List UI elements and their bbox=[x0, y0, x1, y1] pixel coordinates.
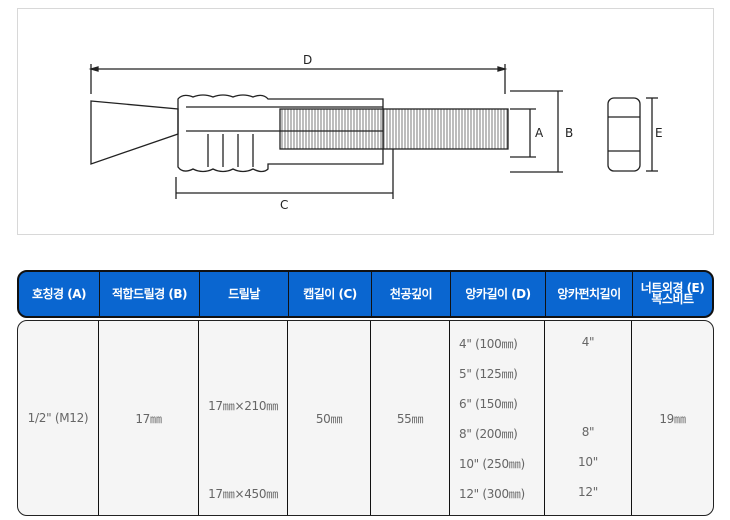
header-depth: 천공깊이 bbox=[372, 272, 451, 316]
cell-anchor-length: 10" (250㎜) bbox=[459, 457, 525, 471]
cell-nut-dia: 19㎜ bbox=[659, 411, 686, 426]
label-c: C bbox=[280, 198, 288, 212]
cell-punch-length: 4" bbox=[581, 335, 595, 349]
anchor-diagram: D A B C E bbox=[17, 8, 714, 235]
cell-drill-bit: 17㎜×210㎜ bbox=[208, 399, 278, 413]
cell-drill-dia: 17㎜ bbox=[135, 411, 162, 426]
cell-nominal: 1/2" (M12) bbox=[27, 411, 89, 425]
spec-table: 호칭경 (A) 적합드릴경 (B) 드릴날 캡길이 (C) 천공깊이 앙카길이 … bbox=[17, 270, 714, 516]
header-drill-bit: 드릴날 bbox=[200, 272, 289, 316]
label-b: B bbox=[565, 126, 573, 140]
header-nut-dia: 너트외경 (E) 복스비트 bbox=[640, 281, 705, 306]
header-anchor-length: 앙카길이 (D) bbox=[451, 272, 546, 316]
label-d: D bbox=[303, 53, 312, 67]
table-header: 호칭경 (A) 적합드릴경 (B) 드릴날 캡길이 (C) 천공깊이 앙카길이 … bbox=[17, 270, 714, 318]
cell-anchor-length: 5" (125㎜) bbox=[459, 367, 518, 381]
header-nominal: 호칭경 (A) bbox=[19, 272, 100, 316]
header-cap-length: 캡길이 (C) bbox=[289, 272, 372, 316]
cell-punch-length: 8" bbox=[581, 425, 595, 439]
cell-anchor-length: 8" (200㎜) bbox=[459, 427, 518, 441]
anchor-drawing: D A B C E bbox=[88, 53, 663, 212]
cell-punch-length: 12" bbox=[578, 485, 598, 499]
cell-drill-bit: 17㎜×450㎜ bbox=[208, 487, 278, 501]
label-e: E bbox=[655, 126, 663, 140]
table-row: 1/2" (M12) 17㎜ 17㎜×210㎜ 17㎜×450㎜ 50㎜ 55㎜… bbox=[17, 320, 714, 516]
label-a: A bbox=[535, 126, 544, 140]
cell-anchor-length: 4" (100㎜) bbox=[459, 337, 518, 351]
cell-depth: 55㎜ bbox=[396, 411, 424, 426]
cell-anchor-length: 6" (150㎜) bbox=[459, 397, 518, 411]
cell-punch-length: 10" bbox=[578, 455, 598, 469]
header-drill-dia: 적합드릴경 (B) bbox=[100, 272, 200, 316]
cell-cap-length: 50㎜ bbox=[315, 411, 343, 426]
header-punch-length: 앙카펀치길이 bbox=[546, 272, 633, 316]
cell-anchor-length: 12" (300㎜) bbox=[459, 487, 525, 501]
